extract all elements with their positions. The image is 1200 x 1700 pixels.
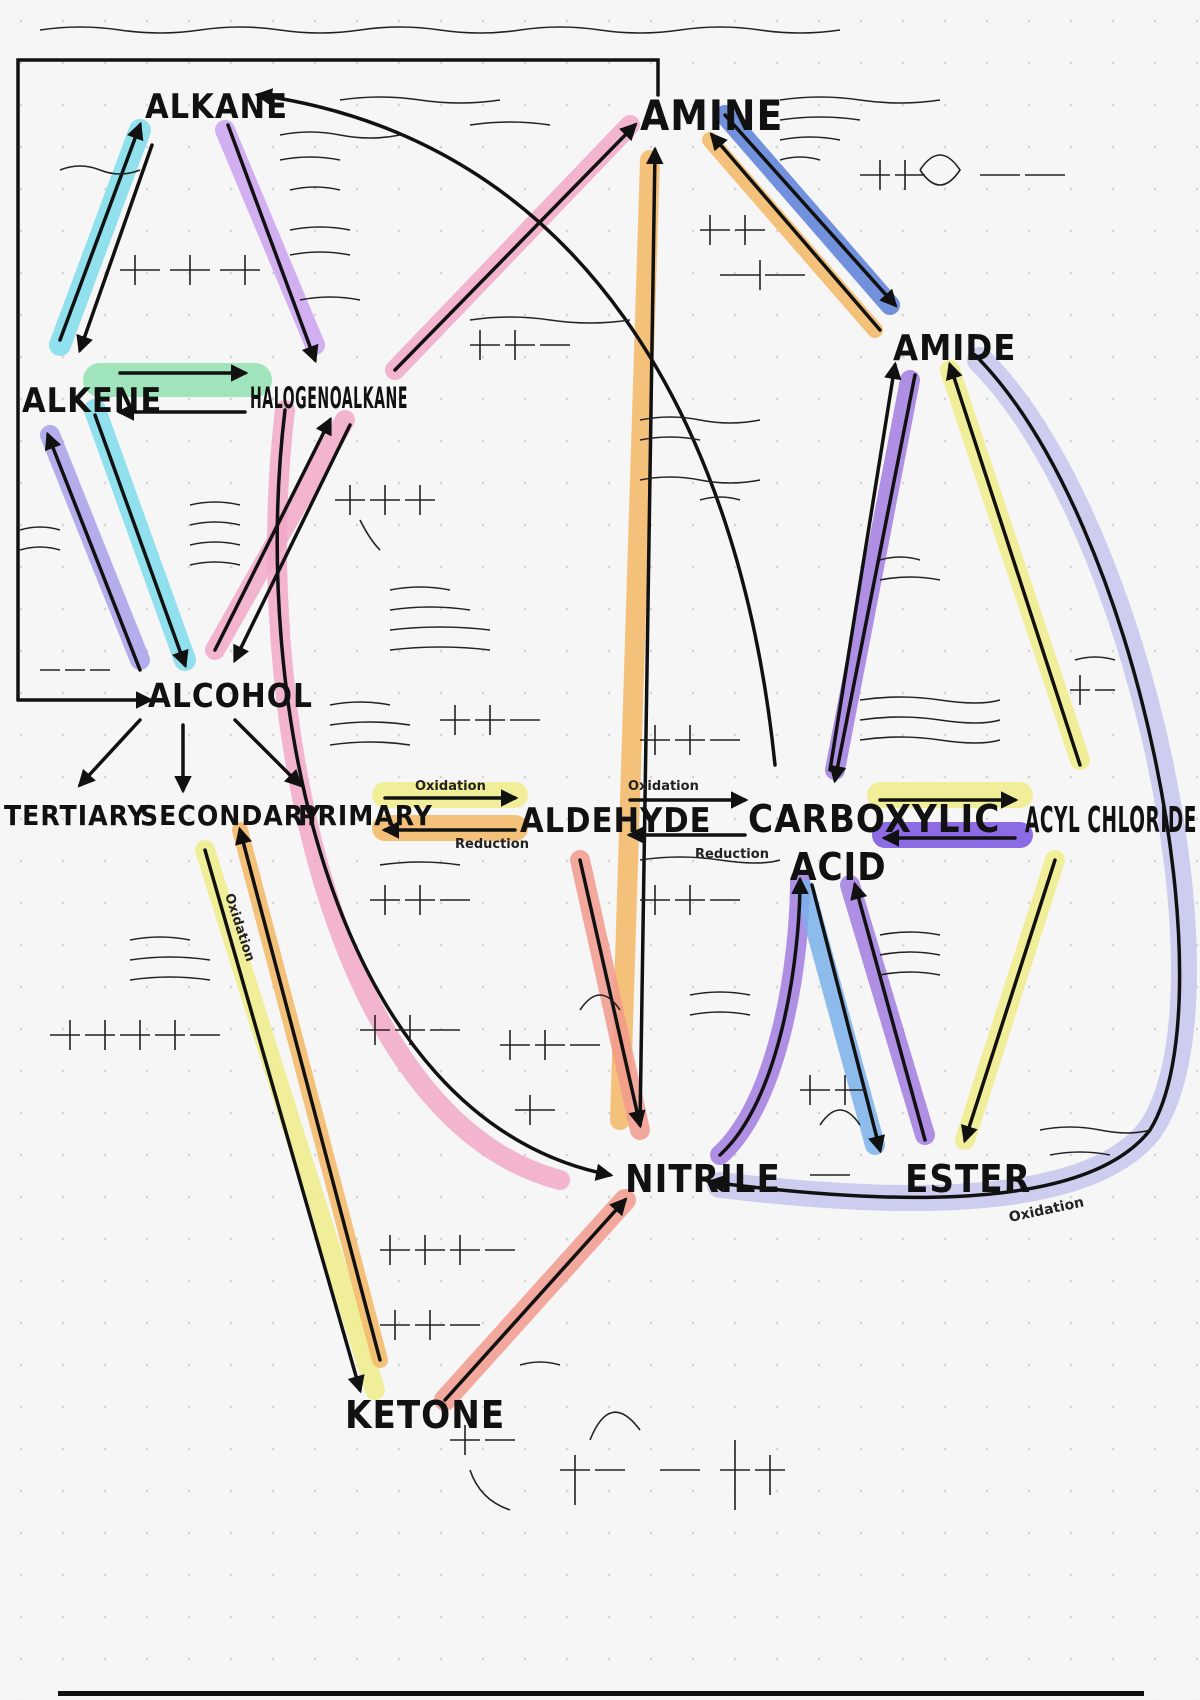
node-amide: AMIDE: [893, 328, 1016, 369]
bottom-rule: [58, 1691, 1144, 1696]
node-halogenoalkane: HALOGENOALKANE: [250, 381, 408, 415]
node-aldehyde: ALDEHYDE: [520, 801, 712, 841]
label-aldehyde-to-acid: Oxidation: [628, 779, 699, 794]
node-tertiary: TERTIARY: [4, 799, 147, 832]
node-amine: AMINE: [640, 91, 783, 140]
node-alkene: ALKENE: [22, 381, 162, 421]
node-primary: PRIMARY: [298, 799, 433, 832]
node-carboxylic-acid-line-2: ACID: [790, 845, 887, 889]
reaction-arrows: [16, 58, 1182, 1402]
node-alcohol: ALCOHOL: [148, 676, 313, 715]
node-carboxylic-acid-line-1: CARBOXYLIC: [748, 797, 1000, 841]
label-acid-to-aldehyde: Reduction: [695, 847, 769, 862]
node-secondary: SECONDARY: [140, 799, 322, 832]
label-primary-to-aldehyde: Oxidation: [415, 779, 486, 794]
node-alkane: ALKANE: [145, 87, 288, 127]
node-ketone: KETONE: [345, 1393, 505, 1437]
node-ester: ESTER: [905, 1157, 1031, 1201]
node-acyl-chloride: ACYL CHLORIDE: [1025, 800, 1197, 841]
node-labels: ALKANE ALKENE HALOGENOALKANE ALCOHOL AMI…: [4, 87, 1197, 1437]
node-nitrile: NITRILE: [625, 1157, 781, 1201]
label-aldehyde-to-primary: Reduction: [455, 837, 529, 852]
handwritten-notes-decoration: [19, 26, 1151, 1511]
